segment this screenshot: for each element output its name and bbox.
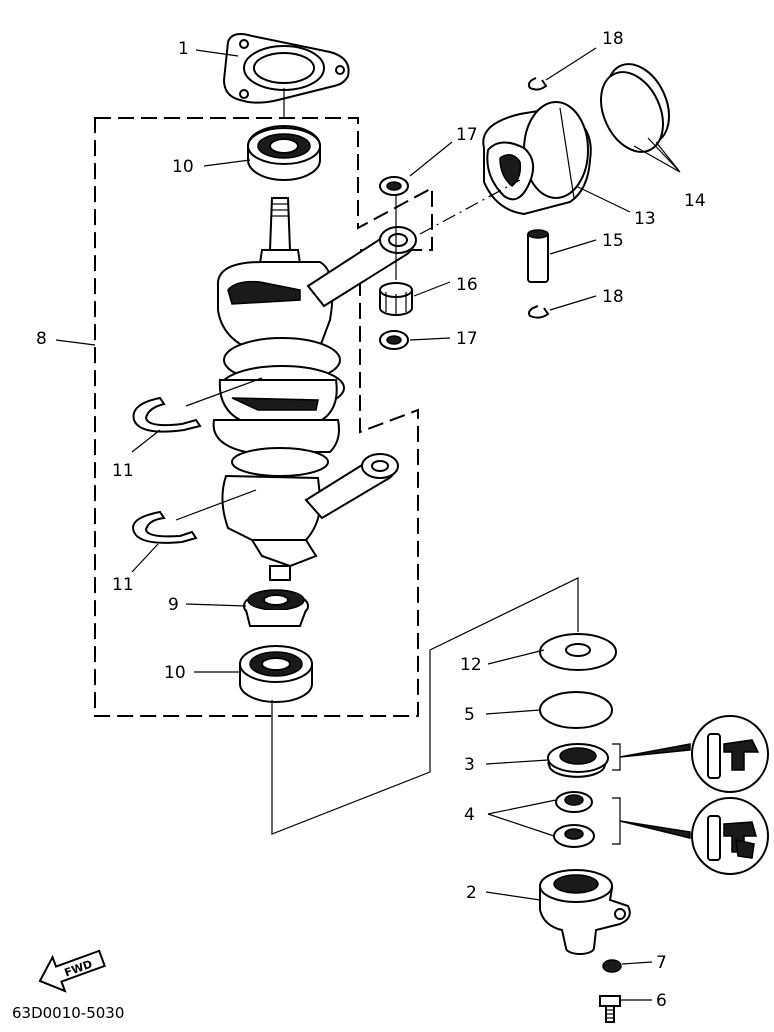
part-10-bearing-top: [247, 125, 321, 181]
drawing-code: 63D0010-5030: [12, 1004, 124, 1022]
leader-8: [55, 339, 96, 346]
seal-section-icon: [691, 715, 769, 793]
callout-17-bottom: 17: [456, 329, 478, 349]
leader-10-top: [203, 159, 251, 167]
callout-7: 7: [656, 953, 667, 973]
callout-9: 9: [168, 595, 179, 615]
leader-11-upper: [131, 429, 161, 453]
callout-1: 1: [178, 39, 189, 59]
leader-11-upper-to-crank: [185, 377, 263, 407]
leader-11-lower: [131, 543, 159, 573]
leader-17-bottom: [409, 337, 451, 341]
part-11-ring-upper: [132, 396, 202, 433]
callout-6: 6: [656, 991, 667, 1011]
part-4-oil-seal-upper: [555, 791, 593, 813]
leader-3: [485, 759, 549, 765]
part-11-ring-lower: [132, 510, 198, 544]
part-2-bearing-housing: [539, 869, 631, 955]
leader-17-top: [409, 141, 453, 177]
pointer-part-4-detail: [619, 820, 691, 839]
lower-axis-line: [271, 577, 579, 835]
fwd-arrow-icon: FWD: [38, 949, 106, 993]
part-7-washer: [602, 959, 622, 973]
callout-13: 13: [634, 209, 656, 229]
leader-2: [485, 891, 541, 901]
callout-5: 5: [464, 705, 475, 725]
leader-5: [485, 709, 541, 715]
part-12-plate: [539, 633, 617, 671]
leader-1: [195, 49, 239, 57]
leader-18-bottom: [549, 295, 597, 311]
leader-13: [575, 185, 631, 213]
seal-section-icon: [691, 797, 769, 875]
leader-15: [549, 239, 597, 255]
leader-4: [487, 799, 557, 837]
callout-3: 3: [464, 755, 475, 775]
leader-9: [185, 603, 247, 607]
callout-4: 4: [464, 805, 475, 825]
part-13-piston: [482, 101, 592, 216]
callout-11-lower: 11: [112, 575, 134, 595]
callout-11-upper: 11: [112, 461, 134, 481]
part-18-clip-top: [527, 77, 548, 91]
part-10-bearing-bottom: [239, 645, 313, 703]
callout-10-bottom: 10: [164, 663, 186, 683]
leader-11-lower-to-crank: [175, 489, 257, 521]
leader-18-top: [545, 47, 597, 81]
part-17-washer-top: [379, 176, 409, 196]
leader-14: [633, 137, 681, 173]
leader-12: [487, 649, 545, 665]
connecting-rod-lower: [304, 453, 399, 520]
callout-14: 14: [684, 191, 706, 211]
part-16-needle-bearing: [379, 282, 413, 316]
part-6-bolt: [599, 995, 621, 1023]
part-17-washer-bottom: [379, 330, 409, 350]
leader-7: [621, 961, 653, 965]
bracket-part-3: [612, 743, 621, 771]
callout-16: 16: [456, 275, 478, 295]
callout-10-top: 10: [172, 157, 194, 177]
crankshaft-assembly-boundary: [94, 117, 433, 717]
bracket-part-4: [612, 797, 621, 845]
callout-17-top: 17: [456, 125, 478, 145]
callout-2: 2: [466, 883, 477, 903]
part-4-oil-seal-lower: [553, 824, 595, 848]
leader-16: [413, 281, 451, 297]
part-14-piston-rings: [600, 63, 670, 153]
callout-15: 15: [602, 231, 624, 251]
part-15-piston-pin: [527, 229, 549, 283]
part-1-housing-plate: [222, 33, 350, 104]
callout-12: 12: [460, 655, 482, 675]
part-5-o-ring: [539, 691, 613, 729]
callout-18-top: 18: [602, 29, 624, 49]
connecting-rod-upper: [306, 226, 417, 308]
callout-8: 8: [36, 329, 47, 349]
part-9-gear: [243, 589, 309, 627]
piston-axis-line: [419, 179, 521, 235]
pointer-part-3-detail: [619, 743, 691, 758]
part-3-oil-seal: [547, 743, 609, 778]
crankshaft: [212, 197, 345, 581]
part-18-clip-bottom: [528, 305, 550, 319]
callout-18-bottom: 18: [602, 287, 624, 307]
